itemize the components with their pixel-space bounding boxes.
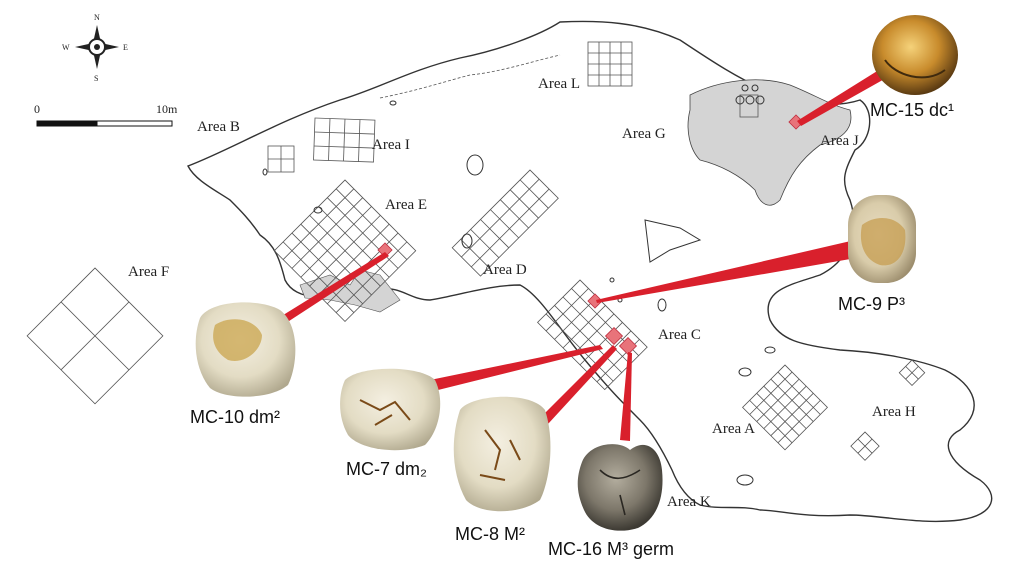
tooth-mc7 xyxy=(340,368,441,451)
label-area-b: Area B xyxy=(197,119,240,135)
tooth-mc15 xyxy=(872,15,958,95)
grid-area-g xyxy=(739,94,759,118)
label-mc15: MC-15 dc¹ xyxy=(870,100,954,120)
label-area-a: Area A xyxy=(712,421,755,437)
scale-bar xyxy=(36,120,173,127)
rock-features xyxy=(262,84,776,486)
label-mc10: MC-10 dm² xyxy=(190,407,280,427)
scale-start: 0 xyxy=(34,102,40,116)
label-area-j: Area J xyxy=(820,133,859,149)
label-area-l: Area L xyxy=(538,76,580,92)
label-mc9: MC-9 P³ xyxy=(838,294,905,314)
grid-area-h xyxy=(850,431,880,461)
tooth-mc9 xyxy=(848,195,916,283)
grid-area-l xyxy=(587,41,633,87)
grid-area-a xyxy=(742,364,828,451)
grid-area-i xyxy=(313,117,376,163)
label-area-d: Area D xyxy=(483,262,527,278)
compass-west: W xyxy=(62,43,70,52)
compass-east: E xyxy=(123,43,128,52)
cave-outline xyxy=(187,20,993,523)
compass-rose-icon xyxy=(75,25,119,69)
grid-area-c xyxy=(537,279,648,391)
grid-area-f xyxy=(26,267,164,405)
grid-area-b xyxy=(267,145,295,173)
connector-lines xyxy=(280,68,888,441)
label-area-e: Area E xyxy=(385,197,427,213)
shaded-zone-j xyxy=(687,79,852,206)
grid-area-d xyxy=(451,169,559,277)
compass-south: S xyxy=(94,74,98,83)
cave-inner-line xyxy=(379,54,561,99)
label-area-g: Area G xyxy=(622,126,666,142)
label-mc7: MC-7 dm₂ xyxy=(346,459,427,479)
label-mc8: MC-8 M² xyxy=(455,524,525,544)
scale-end: 10m xyxy=(156,102,178,116)
label-mc16: MC-16 M³ germ xyxy=(548,539,674,559)
label-area-i: Area I xyxy=(372,137,410,153)
compass-north: N xyxy=(94,13,100,22)
label-area-c: Area C xyxy=(658,327,701,343)
tooth-mc10 xyxy=(195,302,296,397)
tooth-mc8 xyxy=(453,396,551,512)
grid-area-h-upper xyxy=(898,359,926,387)
highlight-squares xyxy=(377,114,804,356)
label-area-k: Area K xyxy=(667,494,711,510)
label-area-h: Area H xyxy=(872,404,916,420)
tooth-mc16 xyxy=(577,444,663,531)
label-area-f: Area F xyxy=(128,264,169,280)
